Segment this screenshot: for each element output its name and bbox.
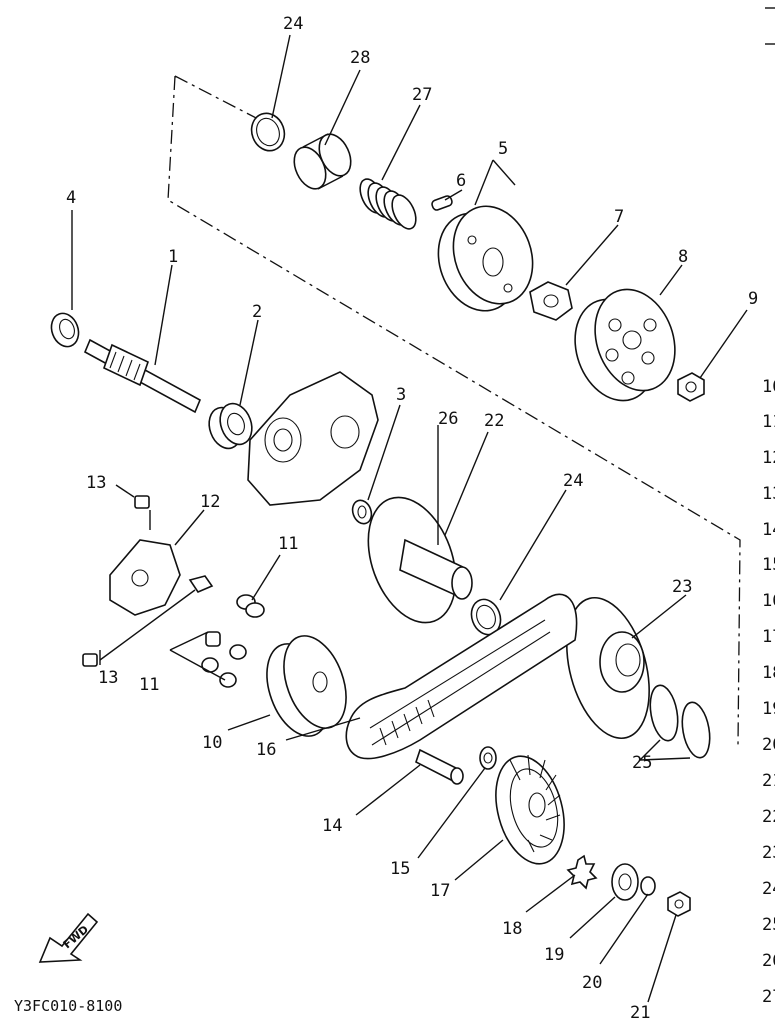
callout-20: 20 [582, 973, 602, 993]
margin-number-20: 20 [762, 735, 775, 755]
part-9-nut [677, 372, 705, 402]
part-16-v-belt [345, 593, 578, 760]
callout-13-top: 13 [86, 473, 106, 493]
callout-12: 12 [200, 492, 220, 512]
callout-23: 23 [672, 577, 692, 597]
part-11-weights [201, 594, 265, 688]
part-4-bearing [50, 312, 80, 348]
margin-number-11: 11 [762, 412, 775, 432]
callout-3: 3 [396, 385, 406, 405]
part-17-fan [495, 754, 565, 865]
part-27-spring [359, 178, 417, 230]
part-21-nut [667, 891, 691, 917]
part-8-clutch-housing [574, 288, 676, 402]
part-10-moveable-sheave [266, 635, 347, 737]
callout-6: 6 [456, 171, 466, 191]
callout-28: 28 [350, 48, 370, 68]
drawing-code: Y3FC010-8100 [14, 997, 122, 1015]
callout-1: 1 [168, 247, 178, 267]
part-2-bearing [208, 402, 253, 450]
margin-number-21: 21 [762, 771, 775, 791]
part-13-slider-bottom [82, 653, 98, 667]
callout-15: 15 [390, 859, 410, 879]
part-23-secondary-sheave [566, 596, 650, 740]
part-28-collar [293, 133, 352, 190]
callout-24-lower: 24 [563, 471, 583, 491]
callout-2: 2 [252, 302, 262, 322]
callout-17: 17 [430, 881, 450, 901]
callout-9: 9 [748, 289, 758, 309]
callout-5: 5 [498, 139, 508, 159]
part-3-washer [351, 499, 373, 525]
callout-19: 19 [544, 945, 564, 965]
callout-labels: 24 28 27 5 6 7 8 9 4 1 2 3 26 22 24 13 1… [66, 14, 758, 1023]
crankcase-cover [247, 371, 379, 506]
callout-11-bottom: 11 [139, 675, 159, 695]
part-13-slider-mid [188, 575, 214, 593]
margin-number-16: 16 [762, 591, 775, 611]
margin-number-15: 15 [762, 555, 775, 575]
callout-4: 4 [66, 188, 76, 208]
forward-arrow-icon: FWD [38, 912, 99, 963]
part-20-washer [640, 876, 656, 896]
callout-11-top: 11 [278, 534, 298, 554]
margin-number-22: 22 [762, 807, 775, 827]
callout-13-bottom: 13 [98, 668, 118, 688]
margin-number-26: 26 [762, 951, 775, 971]
margin-number-14: 14 [762, 520, 775, 540]
part-1-shaft [83, 338, 202, 414]
part-22-fixed-sheave [367, 425, 473, 624]
callout-22: 22 [484, 411, 504, 431]
part-25-o-rings [649, 684, 711, 759]
callout-26: 26 [438, 409, 458, 429]
right-margin-column: 10 11 12 13 14 15 16 17 18 19 20 21 22 2… [762, 7, 775, 1007]
margin-number-24: 24 [762, 879, 775, 899]
part-15-washer [479, 746, 497, 770]
callout-27: 27 [412, 85, 432, 105]
margin-number-10: 10 [762, 377, 775, 397]
part-18-star-washer [566, 854, 598, 890]
callout-24: 24 [283, 14, 303, 34]
callout-25: 25 [632, 753, 652, 773]
margin-number-23: 23 [762, 843, 775, 863]
margin-number-19: 19 [762, 699, 775, 719]
part-19-one-way-clutch [611, 863, 639, 901]
part-12-cam-plate [109, 539, 181, 616]
margin-number-17: 17 [762, 627, 775, 647]
callout-7: 7 [614, 207, 624, 227]
part-7-nut [529, 281, 573, 321]
callout-18: 18 [502, 919, 522, 939]
callout-21: 21 [630, 1003, 650, 1023]
callout-16: 16 [256, 740, 276, 760]
leader-lines [71, 34, 748, 1003]
part-5-clutch-carrier [437, 205, 534, 312]
callout-10: 10 [202, 733, 222, 753]
callout-8: 8 [678, 247, 688, 267]
assembly-boundary-upper [167, 75, 741, 746]
margin-number-18: 18 [762, 663, 775, 683]
margin-number-12: 12 [762, 448, 775, 468]
callout-14: 14 [322, 816, 342, 836]
part-24-ring-top [250, 112, 286, 152]
margin-number-13: 13 [762, 484, 775, 504]
part-13-slider-top [134, 495, 150, 509]
part-14-collar [415, 748, 464, 785]
margin-number-25: 25 [762, 915, 775, 935]
margin-number-27: 27 [762, 987, 775, 1007]
